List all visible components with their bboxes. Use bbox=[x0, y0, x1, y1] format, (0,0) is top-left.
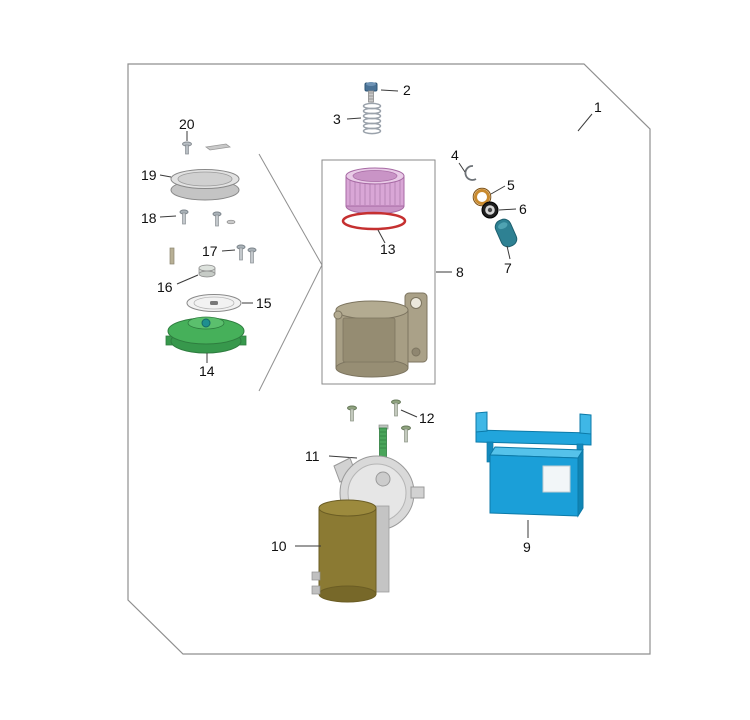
part-label-15: 15 bbox=[256, 295, 272, 311]
part-label-18: 18 bbox=[141, 210, 157, 226]
part-8-group-box: 8 bbox=[321, 159, 464, 385]
leader-line-12 bbox=[400, 409, 418, 418]
impeller-hub bbox=[201, 318, 211, 328]
part-2-bolt: 2 bbox=[364, 82, 411, 103]
part-label-13: 13 bbox=[380, 241, 396, 257]
part-1: 1 bbox=[577, 99, 602, 132]
leader-line-4 bbox=[458, 162, 466, 173]
leader-line-11 bbox=[328, 455, 358, 459]
part-label-6: 6 bbox=[519, 201, 527, 217]
pin bbox=[169, 247, 175, 265]
leader-line-16 bbox=[176, 274, 199, 285]
part-label-20: 20 bbox=[179, 116, 195, 132]
retainer-plate bbox=[204, 143, 232, 151]
part-label-5: 5 bbox=[507, 177, 515, 193]
leader-line-3 bbox=[346, 117, 362, 120]
part-label-10: 10 bbox=[271, 538, 287, 554]
leader-line-17 bbox=[221, 249, 236, 252]
part-label-9: 9 bbox=[523, 539, 531, 555]
leader-line-7 bbox=[506, 245, 511, 260]
part-13-seal-ring: 13 bbox=[341, 167, 407, 257]
part-10-motor: 10 bbox=[271, 455, 425, 603]
o-ring-orange bbox=[474, 189, 490, 205]
part-label-16: 16 bbox=[157, 279, 173, 295]
part-16-spacer: 16 bbox=[157, 264, 216, 295]
part-3-spring bbox=[362, 102, 382, 135]
part-label-19: 19 bbox=[141, 167, 157, 183]
motor-can bbox=[318, 507, 377, 595]
part-7-plug: 7 bbox=[494, 218, 518, 276]
pump-housing bbox=[333, 292, 428, 378]
part-9-bracket: 9 bbox=[475, 411, 592, 555]
assembly-lines bbox=[258, 153, 323, 392]
part-label-17: 17 bbox=[202, 243, 218, 259]
leader-line-6 bbox=[498, 208, 517, 211]
part-label-4: 4 bbox=[451, 147, 459, 163]
washer bbox=[226, 219, 236, 225]
part-6-grommet: 6 bbox=[481, 201, 527, 219]
leader-line-13 bbox=[377, 229, 386, 244]
part-4-clip: 4 bbox=[451, 147, 477, 181]
part-label-11: 11 bbox=[305, 448, 320, 464]
bracket-label-patch bbox=[542, 465, 571, 493]
part-label-8: 8 bbox=[456, 264, 464, 280]
part-label-1: 1 bbox=[594, 99, 602, 115]
leader-line-19 bbox=[159, 174, 172, 178]
part-label-14: 14 bbox=[199, 363, 215, 379]
part-20-screw: 20 bbox=[179, 116, 232, 155]
part-label-2: 2 bbox=[403, 82, 411, 98]
leader-line-18 bbox=[159, 215, 177, 218]
part-15-plate: 15 bbox=[186, 294, 272, 312]
part-5-oring: 5 bbox=[472, 177, 515, 207]
leader-line-5 bbox=[490, 185, 506, 195]
o-ring-red bbox=[341, 211, 407, 231]
part-17-screws: 17 bbox=[169, 243, 257, 265]
leader-line-1 bbox=[577, 113, 593, 132]
part-18-screws: 18 bbox=[141, 209, 236, 227]
part-14-impeller: 14 bbox=[165, 316, 247, 379]
part-label-7: 7 bbox=[504, 260, 512, 276]
leader-line-2 bbox=[380, 89, 399, 92]
part-19-cover: 19 bbox=[141, 167, 240, 201]
part-label-12: 12 bbox=[419, 410, 435, 426]
part-label-3: 3 bbox=[333, 111, 341, 127]
part-12-screws: 12 bbox=[347, 399, 435, 443]
